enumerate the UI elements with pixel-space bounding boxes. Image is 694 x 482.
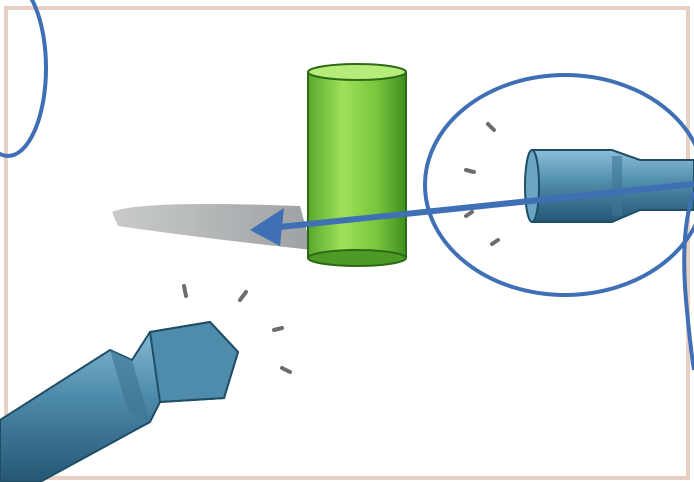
green-cylinder: [308, 64, 406, 266]
